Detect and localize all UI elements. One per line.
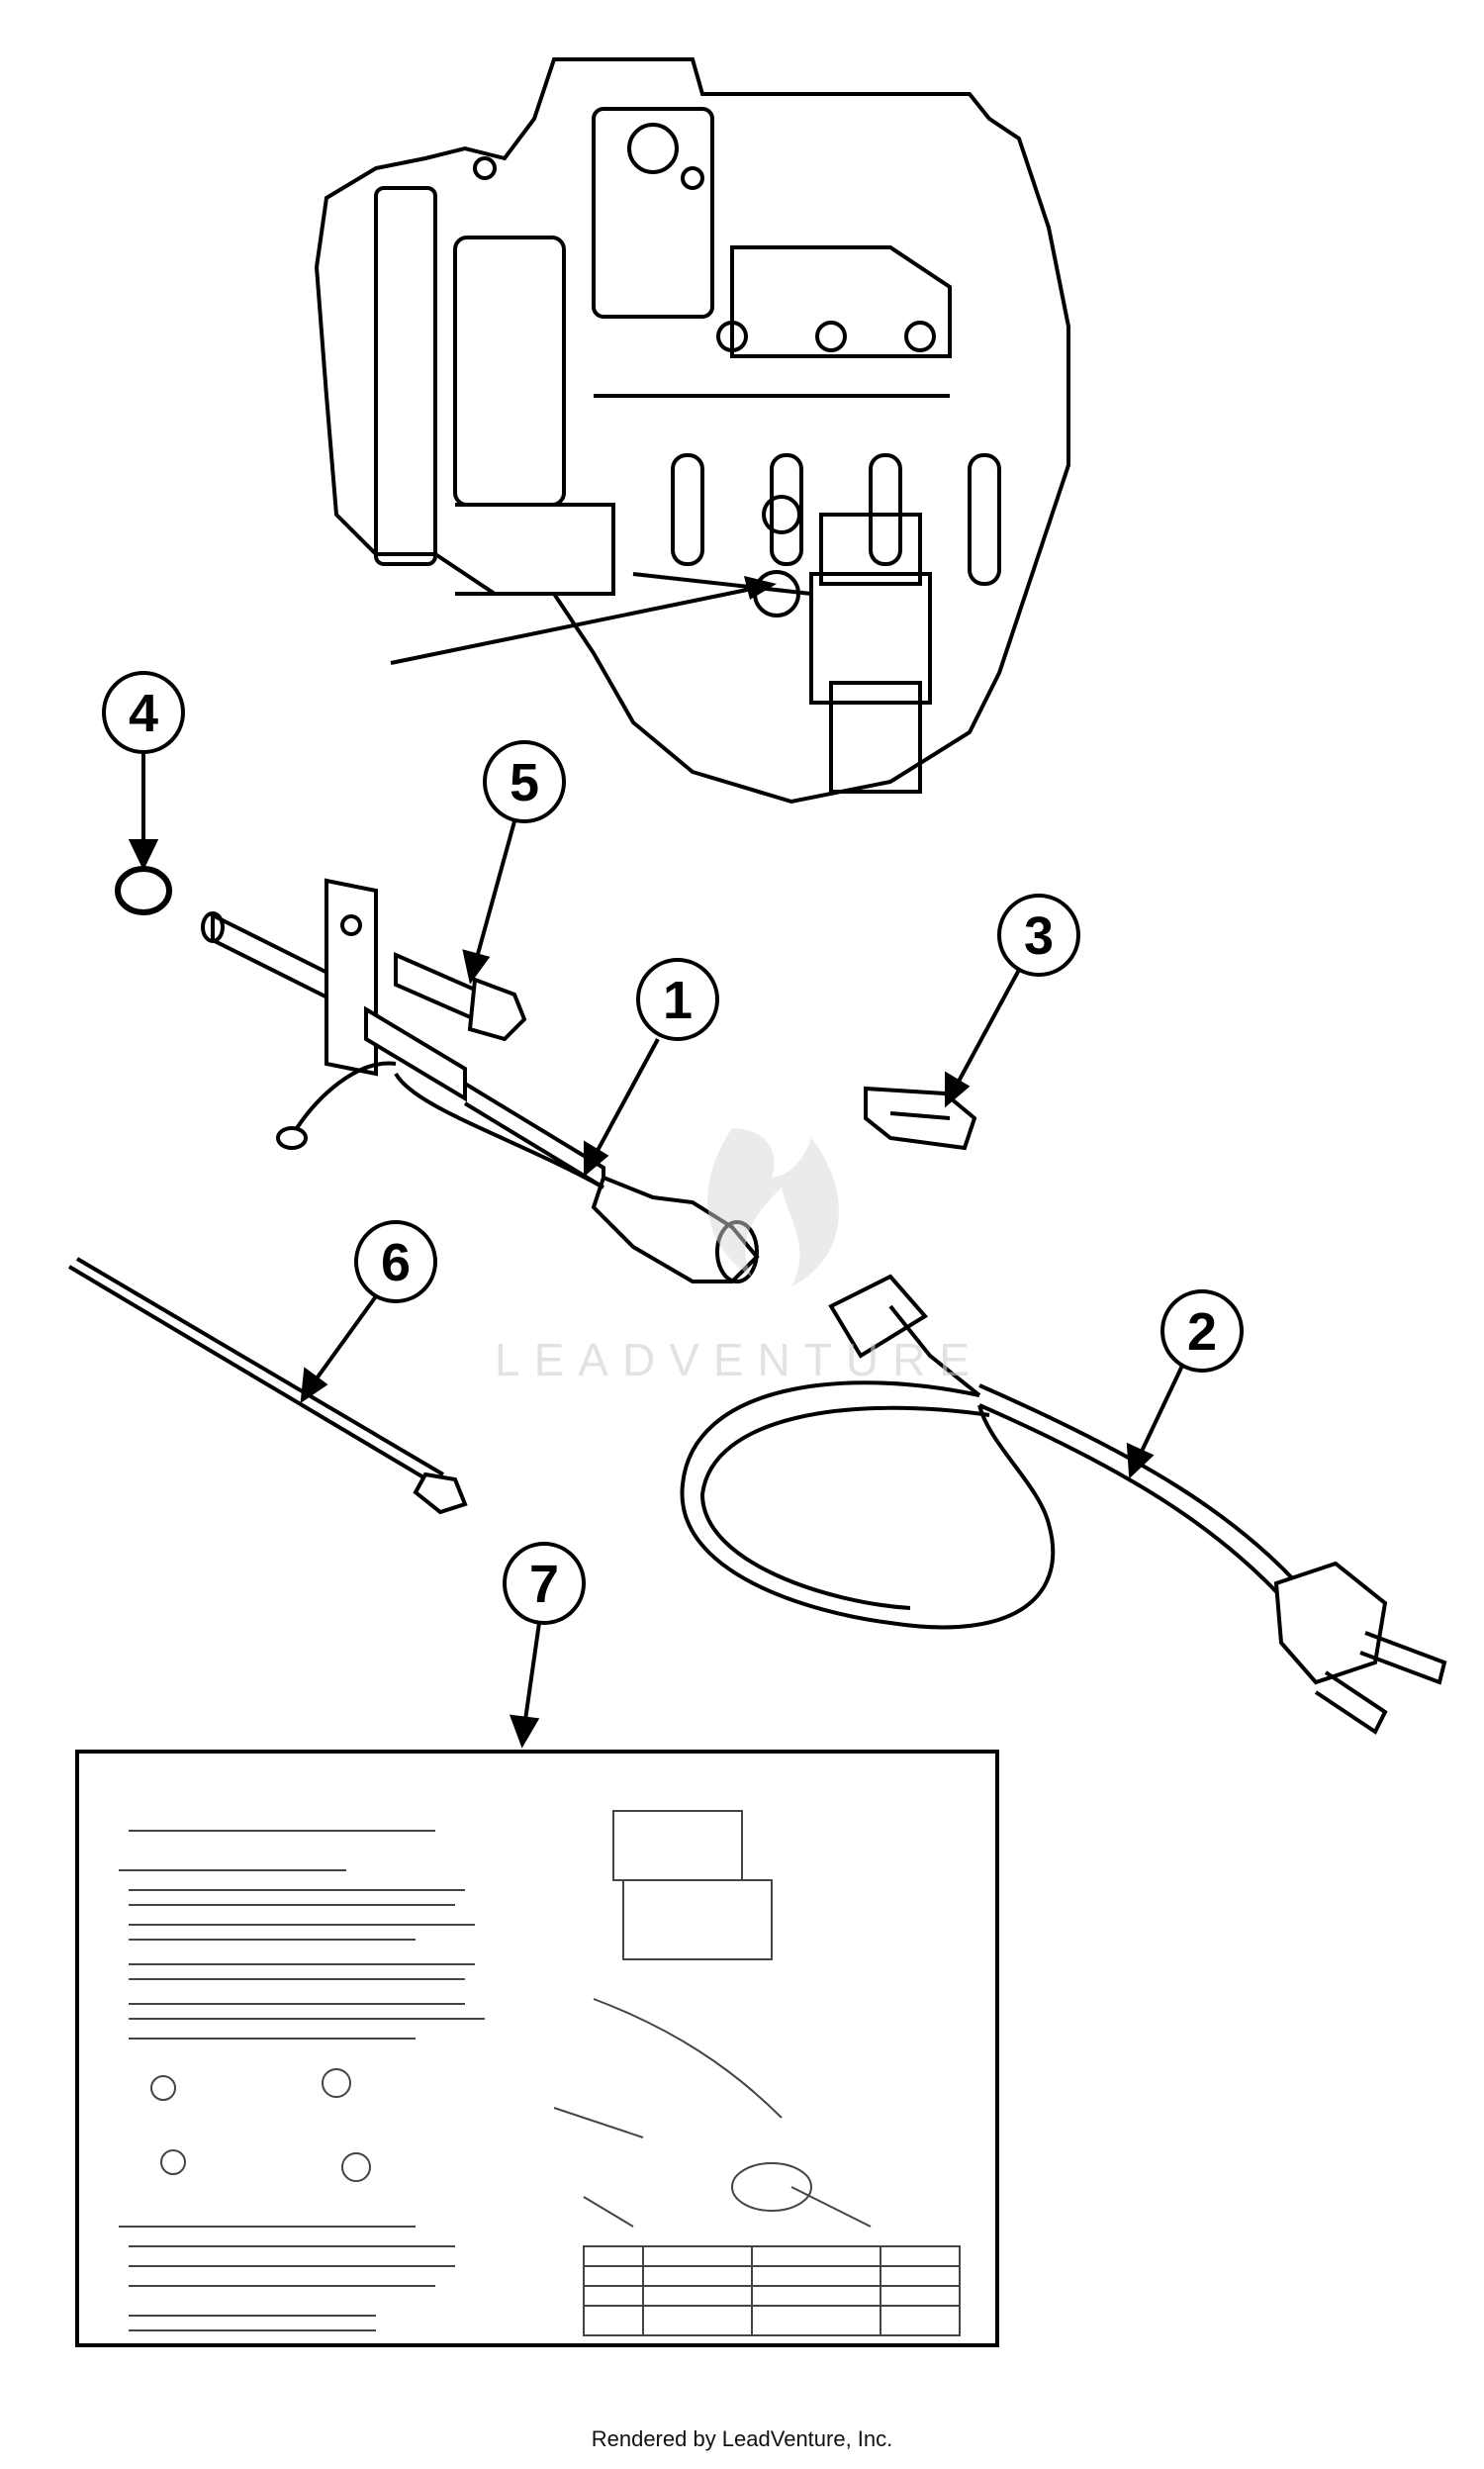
callout-2: 2 bbox=[1160, 1289, 1244, 1373]
callout-3: 3 bbox=[997, 894, 1080, 977]
install-location-arrow bbox=[390, 576, 777, 665]
part-block-heater bbox=[201, 878, 760, 1283]
part-cable-tie bbox=[67, 1257, 468, 1515]
callout-4: 4 bbox=[102, 671, 185, 754]
callout-5: 5 bbox=[483, 740, 566, 823]
part-bolt bbox=[394, 951, 527, 1042]
callout-leaders bbox=[128, 752, 1184, 1749]
callout-6-label: 6 bbox=[381, 1233, 411, 1292]
part-power-cord bbox=[680, 1274, 1447, 1735]
callout-7-label: 7 bbox=[529, 1555, 559, 1614]
callout-1-label: 1 bbox=[663, 971, 693, 1030]
part-instruction-sheet bbox=[75, 1750, 999, 2347]
footer-credit: Rendered by LeadVenture, Inc. bbox=[591, 2426, 893, 2451]
parts-diagram: LEADVENTURE 4 5 1 3 6 2 7 bbox=[67, 57, 1447, 2347]
engine-illustration bbox=[314, 57, 1070, 805]
watermark: LEADVENTURE bbox=[495, 1128, 983, 1385]
watermark-text: LEADVENTURE bbox=[495, 1334, 983, 1385]
callout-2-label: 2 bbox=[1187, 1302, 1217, 1362]
callout-3-label: 3 bbox=[1024, 906, 1054, 966]
part-connector-clip bbox=[864, 1086, 977, 1151]
part-o-ring bbox=[115, 866, 172, 915]
callout-6: 6 bbox=[354, 1220, 437, 1303]
callout-1: 1 bbox=[636, 958, 719, 1041]
callout-7: 7 bbox=[503, 1542, 586, 1625]
callout-5-label: 5 bbox=[510, 753, 539, 812]
callout-4-label: 4 bbox=[129, 684, 158, 743]
